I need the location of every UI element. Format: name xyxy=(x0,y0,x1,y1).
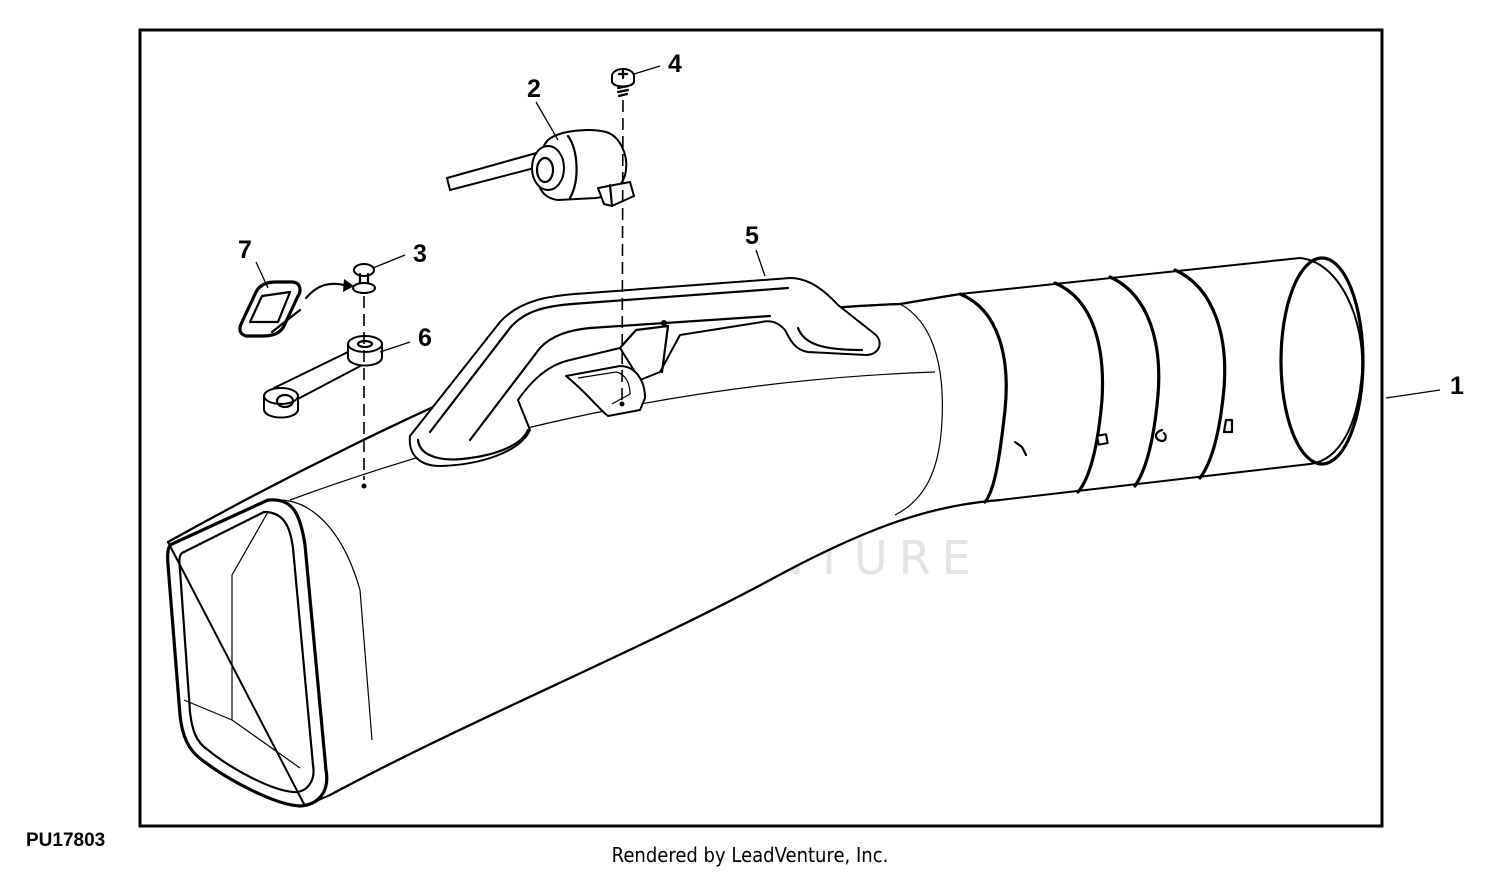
leader-2 xyxy=(535,101,559,141)
tube-ring xyxy=(1108,275,1161,488)
handle-base-pad xyxy=(796,326,864,352)
pin-collar xyxy=(352,282,376,294)
pin xyxy=(352,263,376,294)
throttle-cable xyxy=(446,151,543,191)
inlet-depth-line xyxy=(183,699,233,721)
callout-6: 6 xyxy=(418,324,432,352)
handle-hole xyxy=(661,320,667,326)
diagram-frame xyxy=(138,28,1384,828)
callout-7: 7 xyxy=(238,236,252,264)
link-arm-foot-hole xyxy=(275,393,295,409)
tube-ring-band xyxy=(999,463,1311,501)
tube-ring-band xyxy=(959,257,1301,295)
tube-ring xyxy=(958,292,1008,504)
tube-surface-line xyxy=(289,371,936,501)
inlet-depth-line xyxy=(231,511,269,576)
clip-loop xyxy=(238,280,302,338)
tube-inlet-outer xyxy=(166,498,329,808)
blower-tube-body xyxy=(167,257,1364,807)
diagram-id: PU17803 xyxy=(26,830,106,851)
screw-drive xyxy=(617,69,629,80)
callout-3: 3 xyxy=(413,240,427,268)
handle-grip-line xyxy=(468,314,772,442)
link-arm xyxy=(263,335,383,419)
leader-4 xyxy=(633,65,661,75)
callout-5: 5 xyxy=(745,222,759,250)
lock-tab xyxy=(1154,428,1167,443)
lock-tab xyxy=(1222,418,1234,434)
lock-tab xyxy=(1096,433,1109,446)
callout-4: 4 xyxy=(668,50,682,78)
footer-credit: Rendered by LeadVenture, Inc. xyxy=(611,843,889,867)
leader-1 xyxy=(1385,389,1441,399)
pin-head xyxy=(353,263,375,277)
handle-grip-line xyxy=(428,286,790,434)
throttle-switch xyxy=(446,129,635,208)
handle xyxy=(408,277,881,467)
link-arm-eye-top xyxy=(347,335,383,353)
leader-7 xyxy=(255,261,269,289)
handle-body xyxy=(408,277,881,467)
throttle-housing-band xyxy=(566,134,578,200)
retaining-clip xyxy=(238,280,302,338)
tube-bottom-edge xyxy=(328,498,1002,797)
screw xyxy=(611,68,635,98)
clip-tail xyxy=(270,308,302,334)
round-transition-seam xyxy=(894,303,943,516)
leader-6 xyxy=(379,341,411,353)
assembly-line-screw xyxy=(621,99,624,401)
tube-ring xyxy=(1053,281,1105,494)
tube-outlet xyxy=(1279,256,1365,466)
inlet-seam xyxy=(261,499,373,741)
leader-5 xyxy=(755,249,766,277)
handle-mount-pad-inner xyxy=(577,371,631,405)
leader-3 xyxy=(372,254,406,269)
tube-inlet-inner xyxy=(178,510,315,794)
throttle-knob-face xyxy=(535,156,555,184)
callout-2: 2 xyxy=(527,75,541,103)
link-arm-eye-hole xyxy=(356,339,374,349)
throttle-bracket-edge xyxy=(608,183,614,208)
handle-trigger xyxy=(618,324,670,374)
screw-thread xyxy=(616,84,630,98)
assembly-arrow xyxy=(304,282,346,300)
tube-ring xyxy=(1173,268,1227,480)
handle-base-pad xyxy=(416,428,530,461)
arrow-head-icon xyxy=(343,279,354,292)
lock-tab xyxy=(1013,440,1028,457)
mount-hole xyxy=(361,483,367,489)
clip-loop-inner xyxy=(248,290,292,324)
callout-1: 1 xyxy=(1450,372,1464,400)
mount-hole xyxy=(619,401,625,407)
blower-tube xyxy=(166,256,1365,808)
